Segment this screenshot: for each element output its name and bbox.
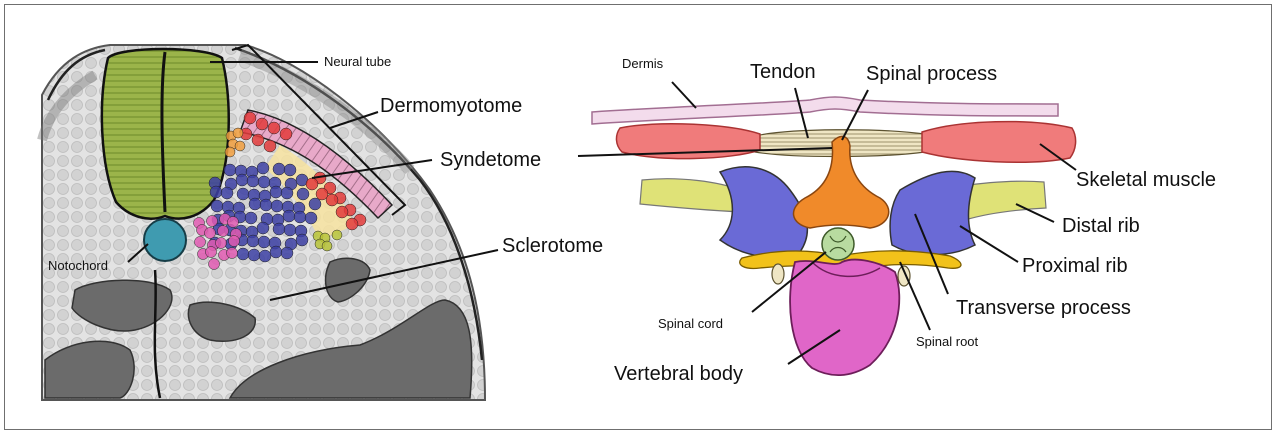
sclerotome-cell (257, 222, 269, 234)
pink-cell (227, 248, 238, 259)
leader-spinal-root (900, 262, 930, 330)
pink-cell (207, 216, 218, 227)
label-transverse-process: Transverse process (956, 297, 1131, 319)
muscle-cell (244, 112, 256, 124)
sclerotome-cell (237, 188, 249, 200)
pink-cell (206, 247, 217, 258)
sclerotome-cell (283, 210, 295, 222)
sclerotome-cell (247, 235, 259, 247)
sclerotome-cell (273, 163, 285, 175)
sclerotome-cell (270, 186, 282, 198)
muscle-cell (264, 140, 276, 152)
sclerotome-cell (248, 249, 260, 261)
label-spinal-cord: Spinal cord (658, 316, 723, 331)
sclerotome-cell (259, 250, 271, 262)
sclerotome-cell (297, 188, 309, 200)
label-syndetome: Syndetome (440, 149, 541, 171)
sclerotome-cell (294, 211, 306, 223)
pink-cell (205, 228, 216, 239)
sclerotome-cell (296, 234, 308, 246)
pink-cell (209, 259, 220, 270)
sclerotome-cell (211, 200, 223, 212)
sclerotome-cell (221, 187, 233, 199)
label-sclerotome: Sclerotome (502, 235, 603, 257)
pink-cell (229, 236, 240, 247)
label-spinal-root: Spinal root (916, 334, 979, 349)
label-dermis: Dermis (622, 56, 664, 71)
orange-cell (235, 141, 245, 151)
sclerotome-cell (249, 198, 261, 210)
label-proximal-rib: Proximal rib (1022, 255, 1128, 277)
sclerotome-cell (258, 236, 270, 248)
spinal-ganglion-left (772, 264, 784, 284)
sclerotome-cell (281, 187, 293, 199)
sclerotome-cell (305, 212, 317, 224)
left-panel-embryo-section: Neural tube Dermomyotome Syndetome Scler… (42, 45, 603, 400)
skeletal-muscle-right (922, 122, 1076, 163)
yellow-cell (322, 241, 332, 251)
sclerotome-cell (284, 224, 296, 236)
sclerotome-cell (270, 246, 282, 258)
pink-cell (218, 226, 229, 237)
label-distal-rib: Distal rib (1062, 215, 1140, 237)
orange-cell (233, 128, 243, 138)
sclerotome-cell (257, 162, 269, 174)
muscle-cell (316, 188, 328, 200)
muscle-cell (268, 122, 280, 134)
label-notochord: Notochord (48, 258, 108, 273)
muscle-cell (256, 118, 268, 130)
sclerotome-cell (245, 212, 257, 224)
sclerotome-cell (258, 176, 270, 188)
sclerotome-cell (224, 164, 236, 176)
muscle-cell (346, 218, 358, 230)
sclerotome-cell (281, 247, 293, 259)
sclerotome-cell (236, 174, 248, 186)
notochord (144, 219, 186, 261)
pink-cell (195, 237, 206, 248)
sclerotome-cell (273, 223, 285, 235)
proximal-rib-right (890, 171, 975, 254)
label-dermomyotome: Dermomyotome (380, 95, 522, 117)
label-vertebral-body: Vertebral body (614, 363, 743, 385)
label-neural-tube: Neural tube (324, 54, 391, 69)
sclerotome-cell (260, 199, 272, 211)
label-tendon: Tendon (750, 61, 816, 83)
right-panel-vertebra: Dermis Tendon Spinal process Skeletal mu… (578, 56, 1216, 385)
muscle-cell (306, 178, 318, 190)
label-skeletal-muscle: Skeletal muscle (1076, 169, 1216, 191)
muscle-cell (336, 206, 348, 218)
leader-dermis (672, 82, 696, 108)
spinal-cord (822, 228, 854, 260)
orange-cell (225, 147, 235, 157)
sclerotome-cell (247, 175, 259, 187)
sclerotome-cell (309, 198, 321, 210)
sclerotome-cell (210, 186, 222, 198)
muscle-cell (280, 128, 292, 140)
sclerotome-cell (284, 164, 296, 176)
sclerotome-cell (271, 200, 283, 212)
label-spinal-process: Spinal process (866, 63, 997, 85)
pink-cell (216, 238, 227, 249)
yellow-cell (332, 230, 342, 240)
pink-cell (228, 217, 239, 228)
muscle-cell (252, 134, 264, 146)
dermis (592, 97, 1058, 124)
sclerotome-cell (237, 248, 249, 260)
